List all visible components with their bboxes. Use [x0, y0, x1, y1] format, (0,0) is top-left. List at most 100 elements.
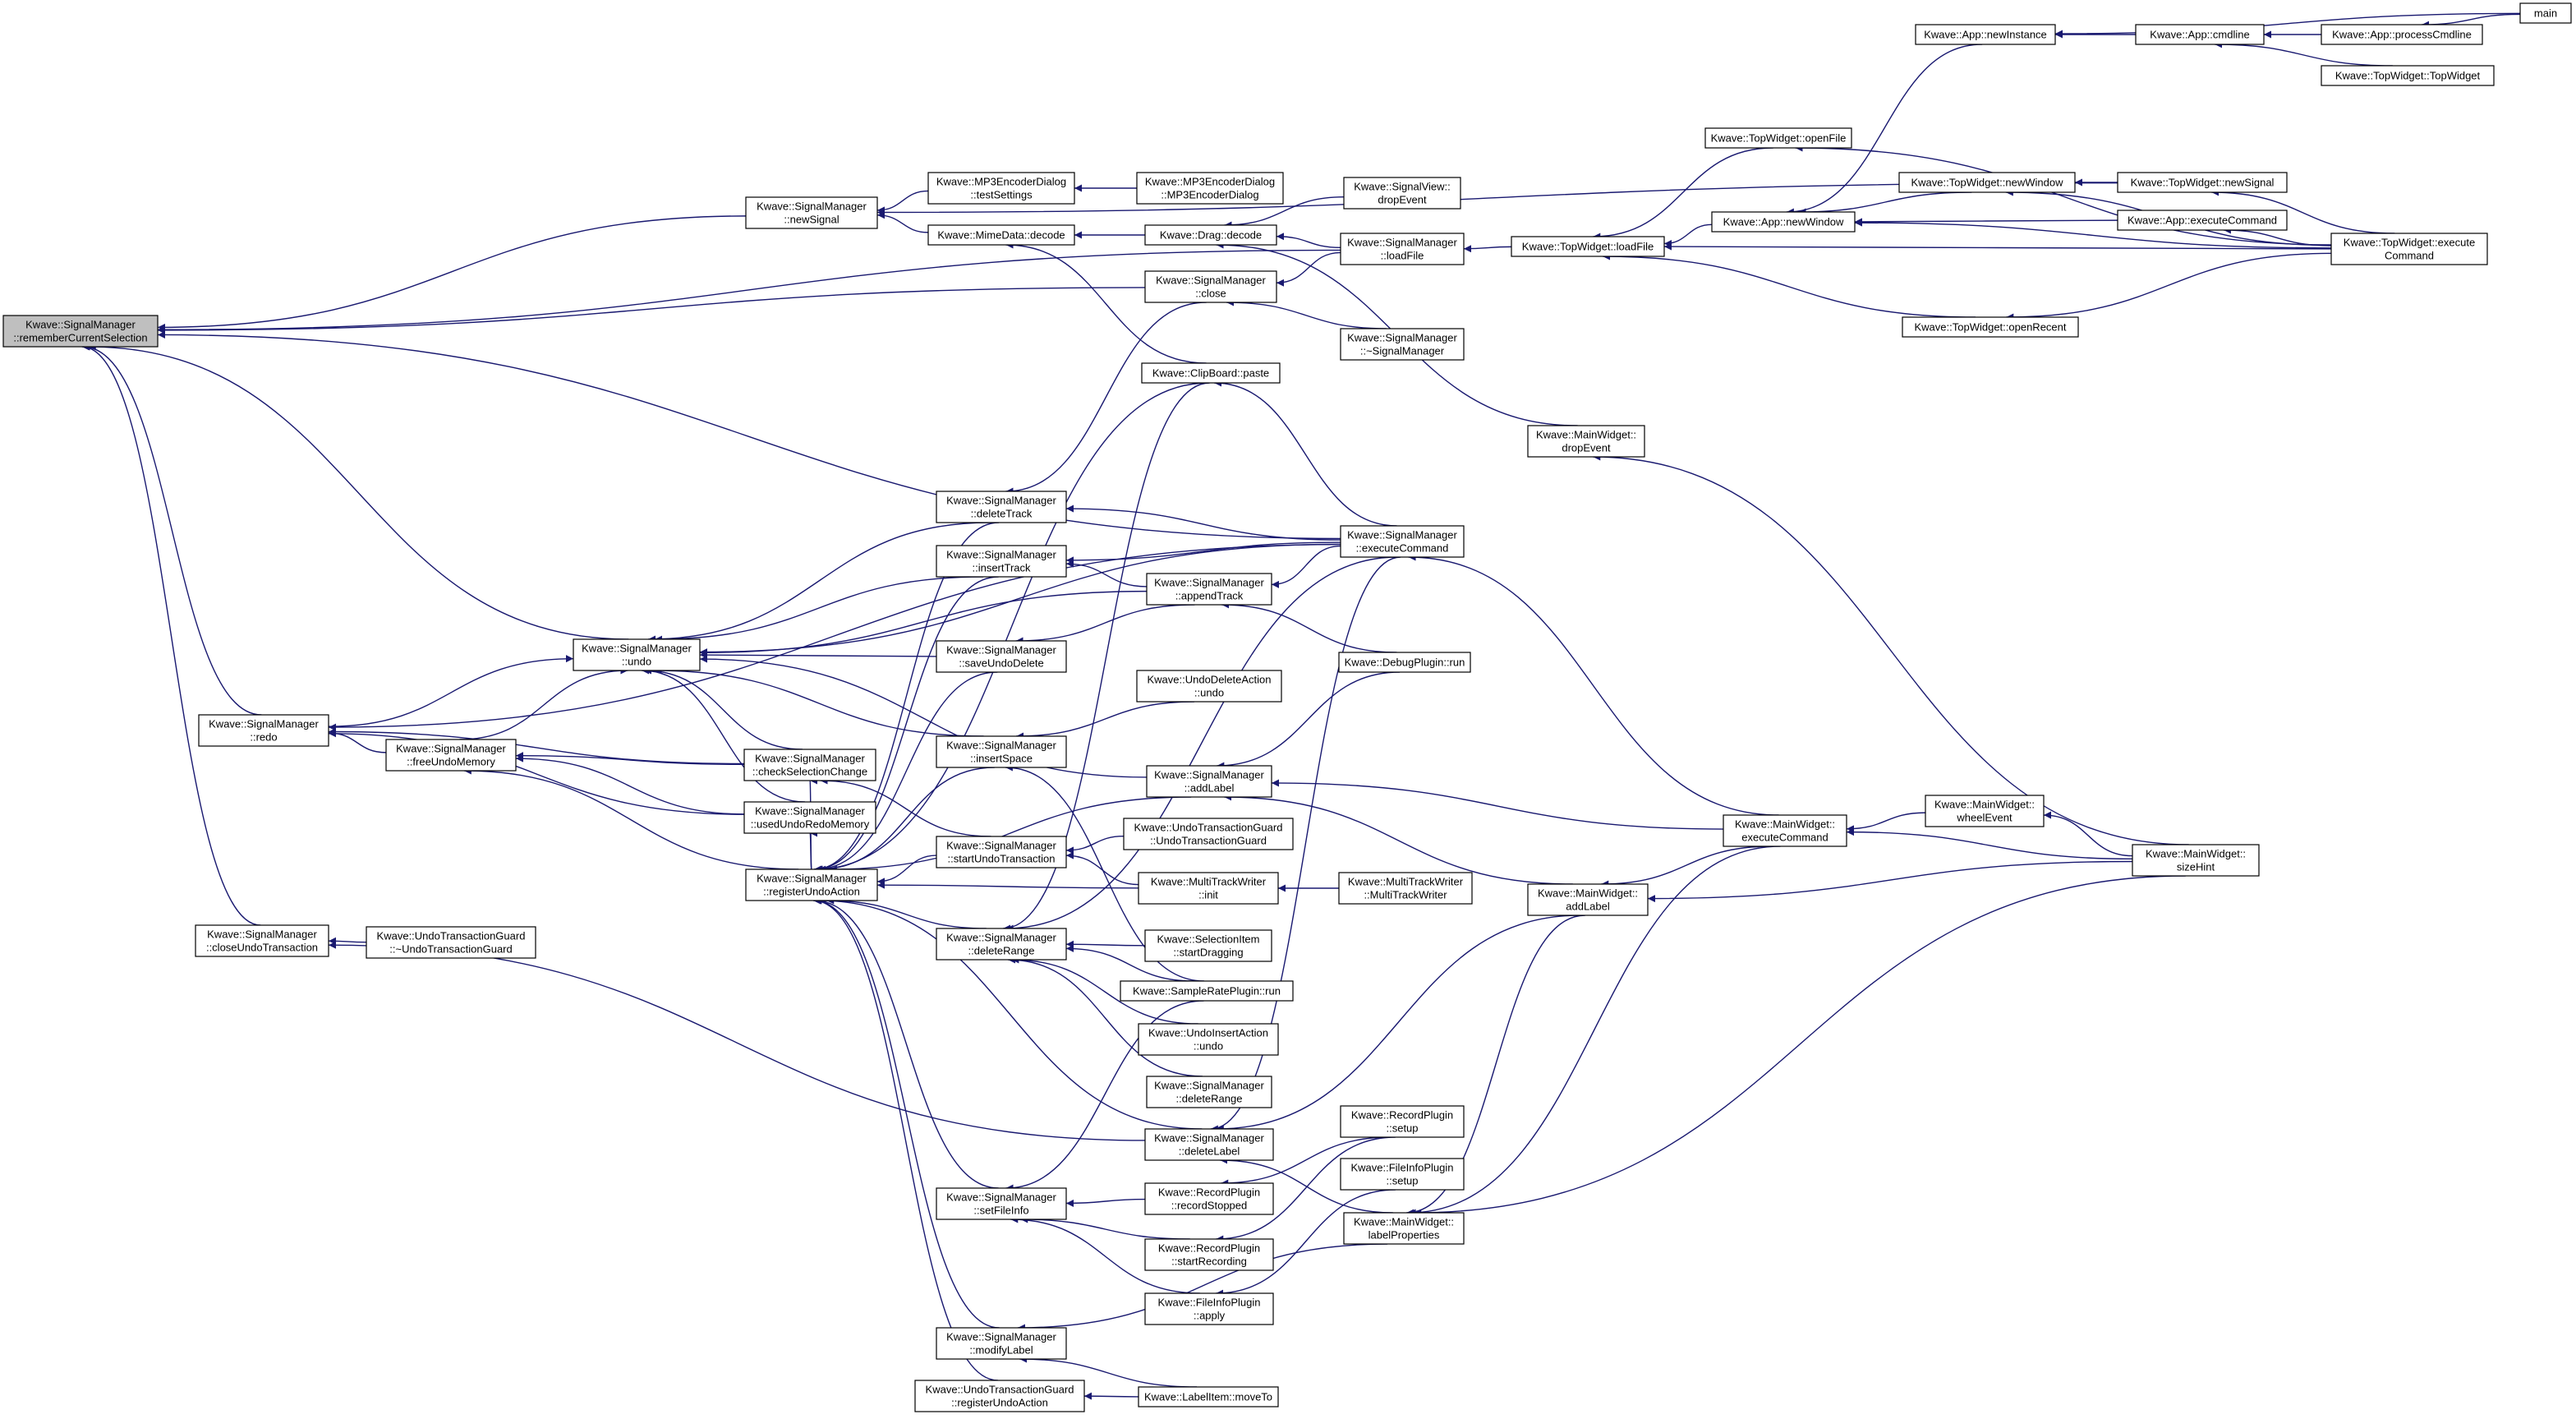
node-box: [1340, 328, 1465, 361]
edge-usedundo-to-freeundo: [515, 754, 745, 815]
node-checksel[interactable]: Kwave::SignalManager::checkSelectionChan…: [743, 749, 876, 781]
node-limove[interactable]: Kwave::LabelItem::moveTo: [1138, 1386, 1279, 1407]
node-closeundo[interactable]: Kwave::SignalManager::closeUndoTransacti…: [195, 924, 329, 957]
node-box: [1338, 652, 1471, 673]
node-instrack[interactable]: Kwave::SignalManager::insertTrack: [936, 545, 1067, 578]
node-mtwinit[interactable]: Kwave::MultiTrackWriter::init: [1138, 872, 1279, 905]
node-newSignal[interactable]: Kwave::SignalManager::newSignal: [745, 196, 878, 229]
node-box: [1146, 765, 1272, 798]
node-fiapply[interactable]: Kwave::FileInfoPlugin::apply: [1144, 1292, 1274, 1325]
edge-freeundo-to-redo: [328, 729, 387, 753]
edge-debugrun-to-appendtrack: [1221, 601, 1397, 653]
node-mtwctor[interactable]: Kwave::MultiTrackWriter::MultiTrackWrite…: [1338, 872, 1473, 905]
node-redo[interactable]: Kwave::SignalManager::redo: [198, 714, 329, 747]
edge-udaundo-to-insspace: [1016, 701, 1194, 740]
edge-setfileinfo-to-regundo: [814, 896, 999, 1189]
node-utgctor[interactable]: Kwave::UndoTransactionGuard::UndoTransac…: [1123, 818, 1294, 850]
node-setfileinfo[interactable]: Kwave::SignalManager::setFileInfo: [936, 1187, 1067, 1220]
node-saveundodel[interactable]: Kwave::SignalManager::saveUndoDelete: [936, 640, 1067, 673]
node-fisetup[interactable]: Kwave::FileInfoPlugin::setup: [1340, 1158, 1465, 1191]
node-twnewwin[interactable]: Kwave::TopWidget::newWindow: [1898, 172, 2076, 193]
edge-recsetup-to-recstopped: [1221, 1136, 1391, 1187]
node-utgreg[interactable]: Kwave::UndoTransactionGuard::registerUnd…: [914, 1380, 1085, 1412]
node-addlabel[interactable]: Kwave::SignalManager::addLabel: [1146, 765, 1272, 798]
node-appnewinst[interactable]: Kwave::App::newInstance: [1915, 24, 2056, 45]
node-box: [1343, 1212, 1465, 1245]
node-smload[interactable]: Kwave::SignalManager::loadFile: [1340, 233, 1465, 265]
node-udaundo[interactable]: Kwave::UndoDeleteAction::undo: [1136, 670, 1282, 703]
node-recsetup[interactable]: Kwave::RecordPlugin::setup: [1340, 1105, 1465, 1138]
node-mp3test[interactable]: Kwave::MP3EncoderDialog::testSettings: [927, 172, 1075, 205]
node-uiaundo[interactable]: Kwave::UndoInsertAction::undo: [1138, 1023, 1279, 1056]
node-starttrans[interactable]: Kwave::SignalManager::startUndoTransacti…: [936, 836, 1067, 868]
node-modlabel[interactable]: Kwave::SignalManager::modifyLabel: [936, 1327, 1067, 1360]
node-debugrun[interactable]: Kwave::DebugPlugin::run: [1338, 652, 1471, 673]
node-label: Kwave::SignalManager: [757, 873, 867, 885]
node-twload[interactable]: Kwave::TopWidget::loadFile: [1511, 236, 1665, 257]
node-dragdecode[interactable]: Kwave::Drag::decode: [1144, 224, 1277, 246]
node-label: Kwave::SignalManager: [1154, 769, 1264, 781]
node-smdtor[interactable]: Kwave::SignalManager::~SignalManager: [1340, 328, 1465, 361]
node-svdrop[interactable]: Kwave::SignalView::dropEvent: [1343, 177, 1461, 210]
node-selitem[interactable]: Kwave::SelectionItem::startDragging: [1144, 929, 1272, 962]
edge-twexec-to-twopenrecent: [2006, 252, 2332, 321]
node-srrun[interactable]: Kwave::SampleRatePlugin::run: [1120, 980, 1294, 1002]
node-main[interactable]: main: [2519, 2, 2572, 24]
edge-instrack-to-undo: [655, 576, 983, 643]
node-cbpaste[interactable]: Kwave::ClipBoard::paste: [1141, 362, 1281, 384]
node-mwlabelprops[interactable]: Kwave::MainWidget::labelProperties: [1343, 1212, 1465, 1245]
edge-twctor-to-appcmdline: [2215, 40, 2393, 67]
node-mwaddlabel[interactable]: Kwave::MainWidget::addLabel: [1527, 883, 1649, 916]
node-dellabel[interactable]: Kwave::SignalManager::deleteLabel: [1144, 1128, 1274, 1161]
node-label: Kwave::UndoTransactionGuard: [1134, 822, 1283, 834]
node-box: [1144, 270, 1277, 303]
edge-smexec-to-redo: [328, 544, 1341, 731]
edge-saveundodel-to-undo: [699, 651, 937, 659]
node-label: ::deleteRange: [1176, 1093, 1243, 1105]
node-smdelrange[interactable]: Kwave::SignalManager::deleteRange: [1146, 1076, 1272, 1108]
node-label: ::init: [1198, 889, 1218, 901]
node-twopen[interactable]: Kwave::TopWidget::openFile: [1704, 127, 1852, 149]
node-mp3ctor[interactable]: Kwave::MP3EncoderDialog::MP3EncoderDialo…: [1136, 172, 1284, 205]
node-regundo[interactable]: Kwave::SignalManager::registerUndoAction: [745, 868, 878, 901]
node-mwsizehint[interactable]: Kwave::MainWidget::sizeHint: [2132, 844, 2260, 877]
node-appexec[interactable]: Kwave::App::executeCommand: [2117, 210, 2288, 231]
node-twexec[interactable]: Kwave::TopWidget::executeCommand: [2330, 233, 2488, 265]
node-smexec[interactable]: Kwave::SignalManager::executeCommand: [1340, 525, 1465, 558]
node-box: [1144, 1182, 1274, 1215]
node-deltrack[interactable]: Kwave::SignalManager::deleteTrack: [936, 491, 1067, 523]
node-box: [1338, 872, 1473, 905]
edge-mwsizehint-to-mwlabelprops: [1414, 875, 2186, 1217]
node-usedundo[interactable]: Kwave::SignalManager::usedUndoRedoMemory: [743, 801, 876, 834]
edge-smclose-to-root: [157, 287, 1146, 334]
node-box: [1340, 525, 1465, 558]
node-delrange[interactable]: Kwave::SignalManager::deleteRange: [936, 928, 1067, 961]
node-root[interactable]: Kwave::SignalManager::rememberCurrentSel…: [2, 315, 159, 348]
node-freeundo[interactable]: Kwave::SignalManager::freeUndoMemory: [385, 739, 517, 772]
node-recstart[interactable]: Kwave::RecordPlugin::startRecording: [1144, 1238, 1274, 1271]
node-appendtrack[interactable]: Kwave::SignalManager::appendTrack: [1146, 573, 1272, 606]
edge-newSignal-to-root: [157, 215, 747, 331]
node-twctor[interactable]: Kwave::TopWidget::TopWidget: [2321, 65, 2495, 86]
node-label: Kwave::RecordPlugin: [1158, 1242, 1260, 1255]
node-undo[interactable]: Kwave::SignalManager::undo: [573, 638, 701, 671]
node-mimedecode[interactable]: Kwave::MimeData::decode: [927, 224, 1075, 246]
node-label: Kwave::SignalManager: [1154, 577, 1264, 589]
node-smclose[interactable]: Kwave::SignalManager::close: [1144, 270, 1277, 303]
node-insspace[interactable]: Kwave::SignalManager::insertSpace: [936, 735, 1067, 768]
edge-selitem-to-delrange: [1065, 940, 1146, 948]
node-appcmdline[interactable]: Kwave::App::cmdline: [2135, 24, 2265, 45]
node-label: ::redo: [250, 731, 277, 744]
node-recstopped[interactable]: Kwave::RecordPlugin::recordStopped: [1144, 1182, 1274, 1215]
node-mwdrop[interactable]: Kwave::MainWidget::dropEvent: [1527, 425, 1645, 458]
node-appnewwin[interactable]: Kwave::App::newWindow: [1711, 211, 1856, 233]
node-label: ::setup: [1386, 1122, 1418, 1135]
node-mwwheel[interactable]: Kwave::MainWidget::wheelEvent: [1925, 795, 2045, 827]
node-twnewsig[interactable]: Kwave::TopWidget::newSignal: [2117, 172, 2288, 193]
node-twopenrecent[interactable]: Kwave::TopWidget::openRecent: [1902, 316, 2079, 338]
node-utgdtor[interactable]: Kwave::UndoTransactionGuard::~UndoTransa…: [366, 926, 536, 959]
node-box: [1340, 1105, 1465, 1138]
node-mwexec[interactable]: Kwave::MainWidget::executeCommand: [1723, 814, 1847, 847]
edge-twopenrecent-to-twload: [1602, 252, 1976, 318]
node-appprocess[interactable]: Kwave::App::processCmdline: [2321, 24, 2483, 45]
